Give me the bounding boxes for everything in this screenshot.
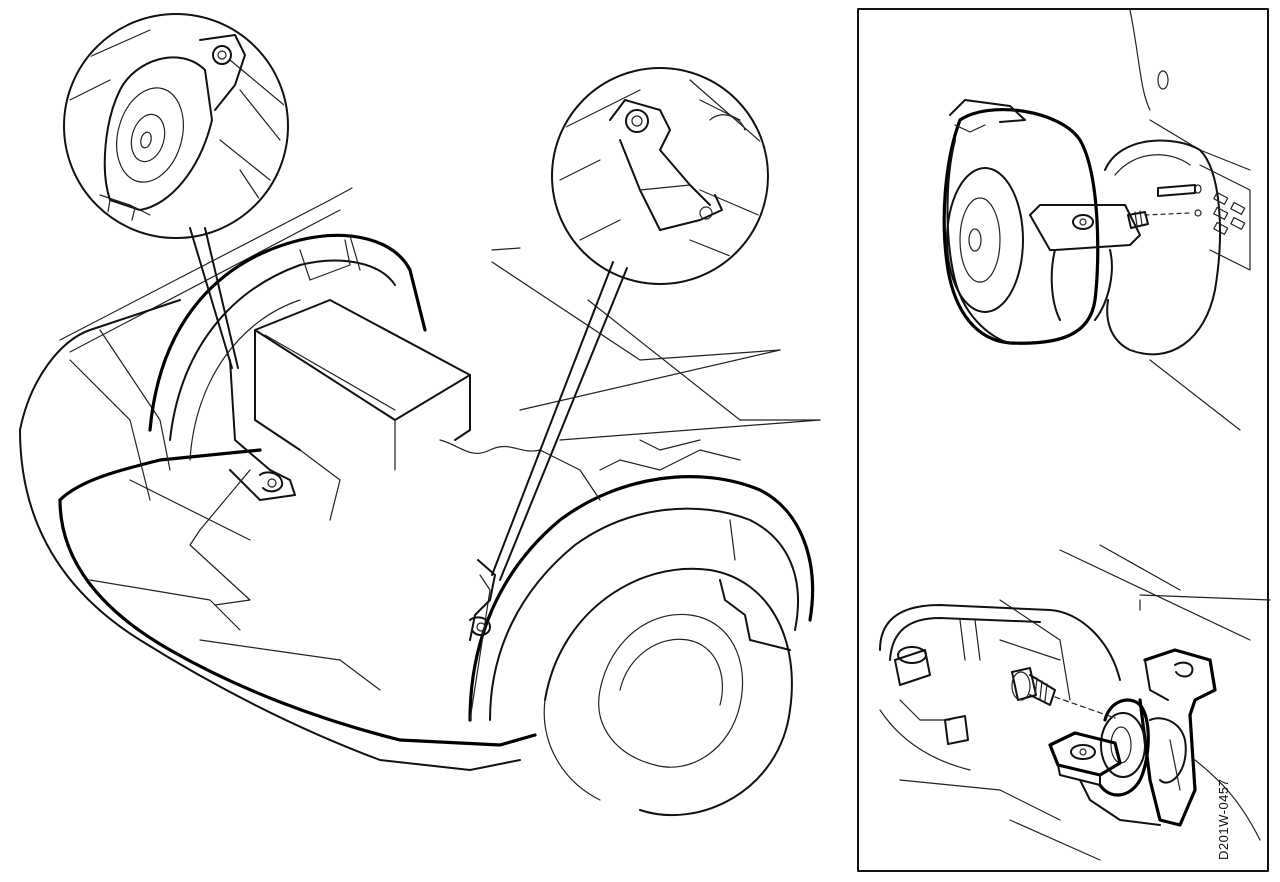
- front-bumper: [19, 299, 537, 771]
- left-detail-callout: [63, 13, 289, 239]
- left-horn-bracket: [189, 359, 296, 606]
- front-wheel: [543, 567, 793, 817]
- figure-reference-code: D201W-0457: [1216, 778, 1231, 860]
- left-callout-leader: [189, 227, 239, 369]
- right-detail-bracket: [559, 79, 766, 261]
- right-detail-callout: [551, 67, 769, 285]
- upper-detail-horn-removal: [942, 9, 1251, 431]
- splash-guard: [719, 519, 791, 651]
- hood-outline: [59, 187, 821, 441]
- engine-box: [254, 299, 541, 521]
- detail-panel: [857, 8, 1271, 872]
- view-separator-line: [1099, 544, 1181, 591]
- vehicle-front-illustration: [19, 187, 821, 817]
- left-wheel-arch: [148, 233, 427, 461]
- left-detail-horn: [66, 29, 286, 221]
- lower-detail-bracket-bolt: [879, 549, 1271, 861]
- right-fender: [468, 439, 815, 722]
- right-callout-leader: [491, 261, 628, 581]
- right-horn-bracket: [469, 559, 496, 641]
